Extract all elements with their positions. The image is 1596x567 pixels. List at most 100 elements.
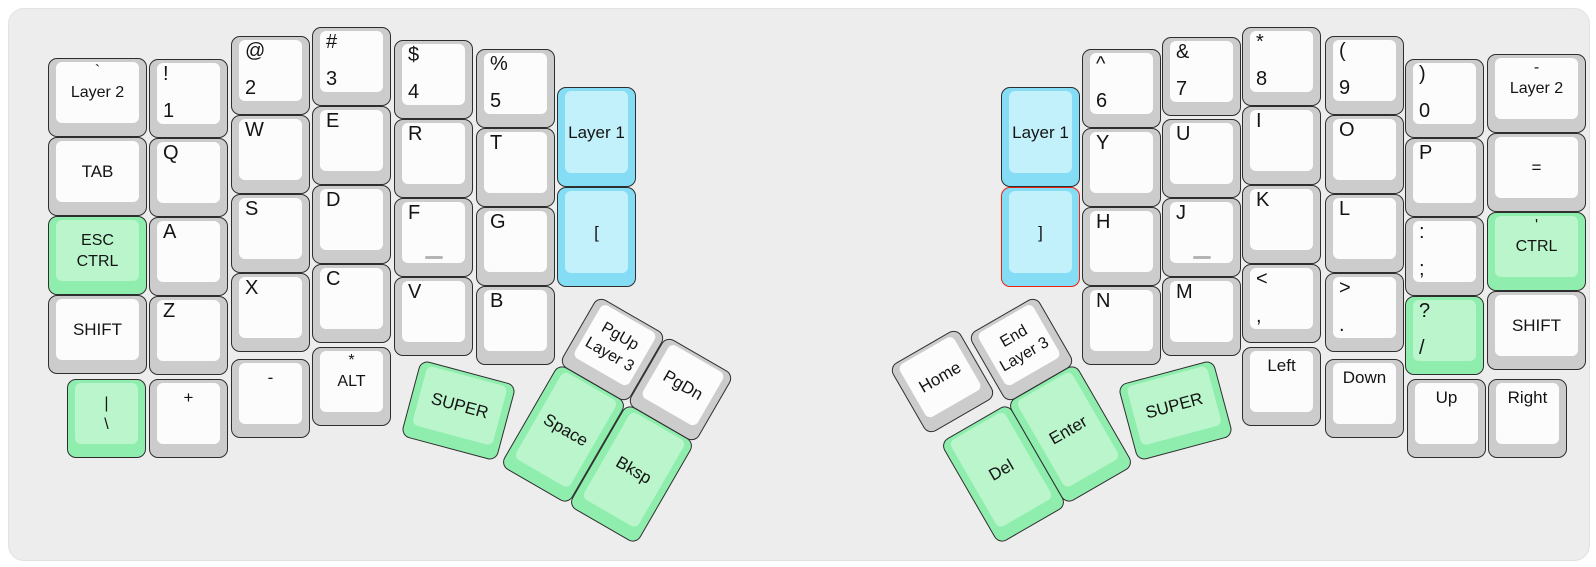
key-super-right[interactable]: SUPER <box>1117 359 1234 462</box>
key-b[interactable]: B <box>476 286 555 365</box>
key-legend: D <box>326 189 341 211</box>
key-legend: W <box>245 119 264 141</box>
homing-bar <box>1192 256 1211 259</box>
key-legend: > <box>1339 277 1351 299</box>
key-down-arrow[interactable]: Down <box>1325 359 1404 438</box>
key-right-arrow[interactable]: Right <box>1488 379 1567 458</box>
key-gt-period[interactable]: >. <box>1325 273 1404 352</box>
key-legend: I <box>1256 110 1262 132</box>
key-legend: % <box>490 53 508 75</box>
keycap-top: ?/ <box>1413 300 1476 361</box>
key-a[interactable]: A <box>149 217 228 296</box>
key-3[interactable]: #3 <box>312 27 391 106</box>
key-legend: ] <box>1038 222 1043 242</box>
key-legend: N <box>1096 290 1111 312</box>
keycap-top: )0 <box>1413 63 1476 124</box>
keycap-top: >. <box>1333 277 1396 338</box>
keycap-top: O <box>1333 119 1396 180</box>
key-m[interactable]: M <box>1162 277 1241 356</box>
key-9[interactable]: (9 <box>1325 36 1404 115</box>
key-z[interactable]: Z <box>149 296 228 375</box>
key-s[interactable]: S <box>231 194 310 273</box>
key-legend: L <box>1339 198 1351 220</box>
key-2[interactable]: @2 <box>231 36 310 115</box>
key-1[interactable]: !1 <box>149 59 228 138</box>
key-f[interactable]: F <box>394 198 473 277</box>
key-e[interactable]: E <box>312 106 391 185</box>
key-minus[interactable]: - <box>231 359 310 438</box>
keycap-top: W <box>239 119 302 180</box>
key-legend: < <box>1256 268 1268 290</box>
key-8[interactable]: *8 <box>1242 27 1321 106</box>
key-5[interactable]: %5 <box>476 49 555 128</box>
key-minus-layer2[interactable]: -Layer 2 <box>1487 54 1586 133</box>
key-layer1-left[interactable]: Layer 1 <box>557 87 636 187</box>
key-h[interactable]: H <box>1082 207 1161 286</box>
key-j[interactable]: J <box>1162 198 1241 277</box>
key-legend: , <box>1256 305 1262 327</box>
key-l[interactable]: L <box>1325 194 1404 273</box>
key-legend: ^ <box>1096 53 1106 75</box>
key-legend: : <box>1419 221 1425 243</box>
key-legend: V <box>408 281 422 303</box>
keycap-top: PgDn <box>640 343 726 428</box>
keycap-top: I <box>1250 110 1313 171</box>
key-layer1-right[interactable]: Layer 1 <box>1001 87 1080 187</box>
key-tab[interactable]: TAB <box>48 137 147 216</box>
key-0[interactable]: )0 <box>1405 59 1484 138</box>
key-legend: $ <box>408 44 420 66</box>
key-shift-right[interactable]: SHIFT <box>1487 291 1586 370</box>
key-lt-comma[interactable]: <, <box>1242 264 1321 343</box>
key-question-slash[interactable]: ?/ <box>1405 296 1484 375</box>
key-legend: Down <box>1342 368 1387 387</box>
keycap-top: SHIFT <box>56 299 139 360</box>
key-g[interactable]: G <box>476 207 555 286</box>
key-o[interactable]: O <box>1325 115 1404 194</box>
key-plus[interactable]: + <box>149 379 228 458</box>
key-w[interactable]: W <box>231 115 310 194</box>
keycap-top: Q <box>157 142 220 203</box>
key-left-bracket[interactable]: [ <box>557 187 636 287</box>
key-legend: 9 <box>1339 77 1351 99</box>
keycap-top: S <box>239 198 302 259</box>
key-n[interactable]: N <box>1082 286 1161 365</box>
key-t[interactable]: T <box>476 128 555 207</box>
key-v[interactable]: V <box>394 277 473 356</box>
keycap-top: J <box>1170 202 1233 263</box>
key-u[interactable]: U <box>1162 119 1241 198</box>
key-right-bracket[interactable]: ] <box>1001 187 1080 287</box>
key-pipe-backslash[interactable]: |\ <box>67 379 146 458</box>
key-legend: C <box>326 268 341 290</box>
key-d[interactable]: D <box>312 185 391 264</box>
key-legend: R <box>408 123 423 145</box>
key-c[interactable]: C <box>312 264 391 343</box>
key-super-left[interactable]: SUPER <box>400 359 517 462</box>
key-colon-semicolon[interactable]: :; <box>1405 217 1484 296</box>
key-6[interactable]: ^6 <box>1082 49 1161 128</box>
key-7[interactable]: &7 <box>1162 37 1241 116</box>
key-equals[interactable]: = <box>1487 133 1586 212</box>
key-up-arrow[interactable]: Up <box>1407 379 1486 458</box>
keycap-top: SUPER <box>1126 365 1223 446</box>
key-x[interactable]: X <box>231 273 310 352</box>
key-star-alt[interactable]: *ALT <box>312 347 391 426</box>
keycap-top: ] <box>1009 191 1072 273</box>
key-r[interactable]: R <box>394 119 473 198</box>
key-shift-left[interactable]: SHIFT <box>48 295 147 374</box>
keycap-top: -Layer 2 <box>1495 58 1578 119</box>
key-legend: CTRL <box>1515 238 1558 255</box>
key-y[interactable]: Y <box>1082 128 1161 207</box>
key-q[interactable]: Q <box>149 138 228 217</box>
key-left-arrow[interactable]: Left <box>1242 347 1321 426</box>
keycap-top: &7 <box>1170 41 1233 102</box>
keycap-top: = <box>1495 137 1578 198</box>
key-k[interactable]: K <box>1242 185 1321 264</box>
key-legend: Right <box>1507 388 1548 407</box>
key-p[interactable]: P <box>1405 138 1484 217</box>
key-i[interactable]: I <box>1242 106 1321 185</box>
key-quote-ctrl[interactable]: 'CTRL <box>1487 212 1586 291</box>
key-layer2-left[interactable]: `Layer 2 <box>48 58 147 137</box>
key-4[interactable]: $4 <box>394 40 473 119</box>
